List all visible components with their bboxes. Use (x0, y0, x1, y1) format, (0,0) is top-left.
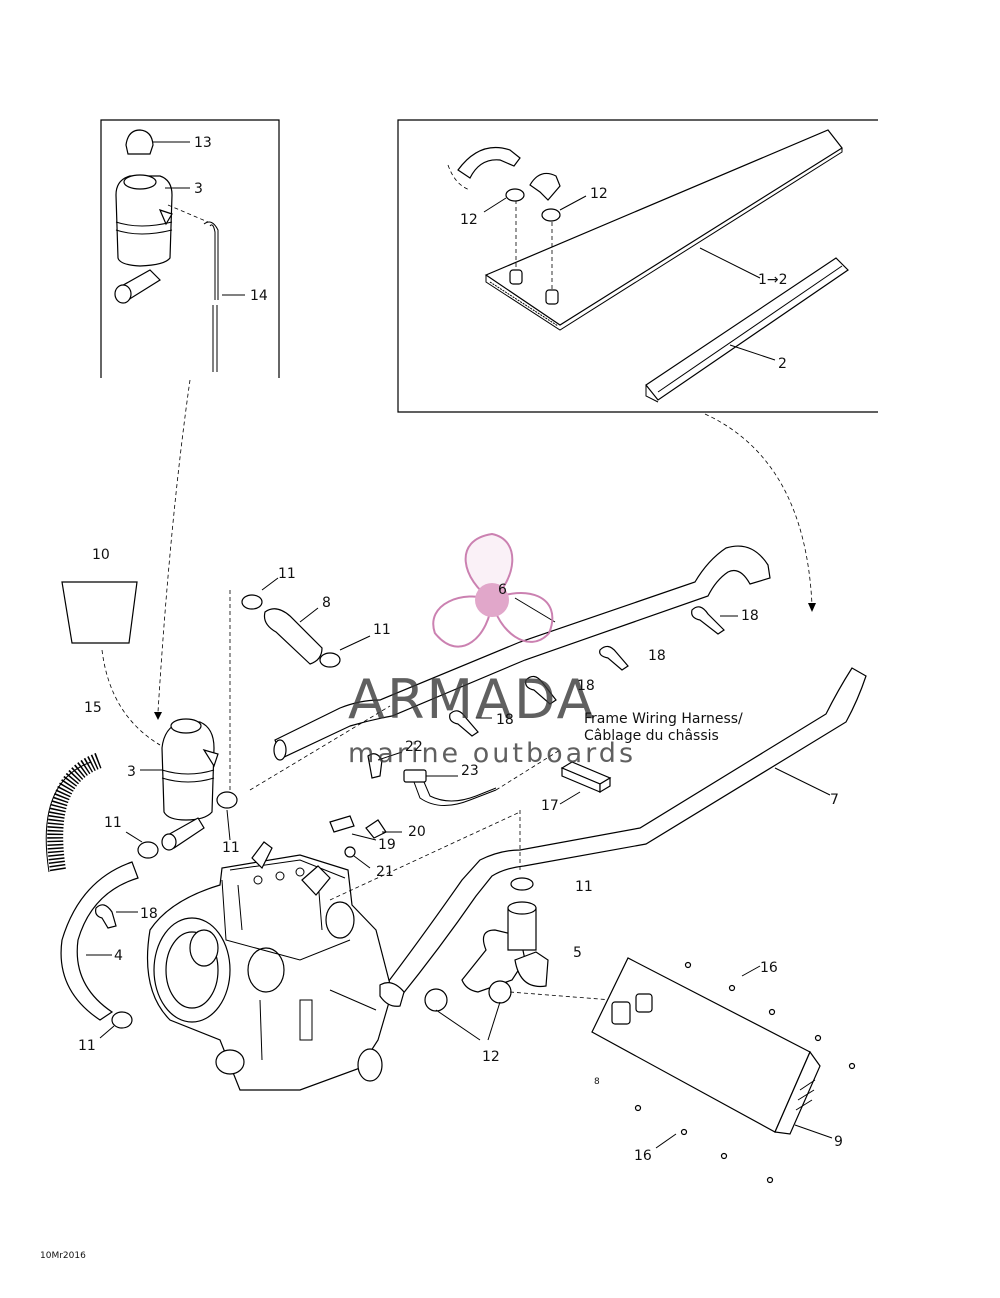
inset-right-frame (397, 119, 878, 413)
callout-13: 13 (194, 135, 212, 151)
connector-arrows (101, 379, 816, 746)
spring-hose (45, 752, 104, 873)
engine-block (147, 705, 521, 1091)
callout-18-e: 18 (140, 906, 158, 922)
watermark-logo: ARMADA marine outboards (348, 532, 636, 769)
callout-19: 19 (378, 837, 396, 853)
callout-16-a: 16 (760, 960, 778, 976)
inset-hose-curves (447, 146, 561, 201)
coolant-reservoir-top (114, 174, 209, 304)
callout-6: 6 (498, 582, 507, 598)
bypass-hose (263, 607, 323, 665)
watermark-title: ARMADA (348, 668, 596, 731)
callout-18-b: 18 (648, 648, 666, 664)
callout-10: 10 (92, 547, 110, 563)
inset-left-frame (100, 119, 280, 378)
lower-hose (60, 861, 139, 1021)
callout-11-e: 11 (575, 879, 593, 895)
callout-8: 8 (322, 595, 331, 611)
coolant-reservoir-main (140, 590, 231, 851)
callout-11-f: 11 (78, 1038, 96, 1054)
callout-16-b: 16 (634, 1148, 652, 1164)
callout-3-main: 3 (127, 764, 136, 780)
harness-label-en: Frame Wiring Harness/ (584, 711, 743, 727)
callout-11-a: 11 (278, 566, 296, 582)
callout-11-d: 11 (222, 840, 240, 856)
callout-5: 5 (573, 945, 582, 961)
mounting-bracket (591, 957, 833, 1139)
callout-22: 22 (405, 739, 423, 755)
protector-strip (645, 257, 849, 403)
callout-9: 9 (834, 1134, 843, 1150)
callout-20: 20 (408, 824, 426, 840)
callout-3-top: 3 (194, 181, 203, 197)
foam-block (559, 761, 612, 805)
watermark-hub (475, 583, 509, 617)
callout-labels: 13 3 14 12 12 1→2 2 10 11 8 11 6 18 18 1… (40, 135, 843, 1261)
return-hose (381, 667, 867, 1001)
callout-1-2: 1→2 (758, 272, 788, 288)
bracket-bolts (634, 961, 856, 1184)
callout-23: 23 (461, 763, 479, 779)
callout-18-a: 18 (741, 608, 759, 624)
reference-code: 10Mr2016 (40, 1251, 86, 1261)
cable-clips (95, 606, 738, 929)
callout-12-inset-right: 12 (590, 186, 608, 202)
heat-exchanger-fittings (483, 188, 587, 305)
callout-14: 14 (250, 288, 268, 304)
callout-18-c: 18 (577, 678, 595, 694)
reservoir-cap (125, 129, 190, 155)
upper-hose (273, 545, 771, 761)
engine-outlet-hoses (379, 877, 613, 1041)
callout-11-b: 11 (373, 622, 391, 638)
sensor-parts (329, 749, 561, 869)
reservoir-cover (61, 581, 138, 644)
callout-17: 17 (541, 798, 559, 814)
callout-11-c: 11 (104, 815, 122, 831)
heat-exchanger-plate (484, 129, 843, 331)
harness-label-fr: Câblage du châssis (584, 728, 719, 744)
callout-7: 7 (830, 792, 839, 808)
callout-21: 21 (376, 864, 394, 880)
watermark-subtitle: marine outboards (348, 738, 636, 769)
callout-4: 4 (114, 948, 123, 964)
callout-15: 15 (84, 700, 102, 716)
callout-18-d: 18 (496, 712, 514, 728)
callout-12-inset-left: 12 (460, 212, 478, 228)
callout-2: 2 (778, 356, 787, 372)
callout-12-engine: 12 (482, 1049, 500, 1065)
callout-8-small: 8 (594, 1077, 600, 1087)
hose-clamps (99, 577, 371, 1039)
overflow-tube (203, 221, 245, 372)
